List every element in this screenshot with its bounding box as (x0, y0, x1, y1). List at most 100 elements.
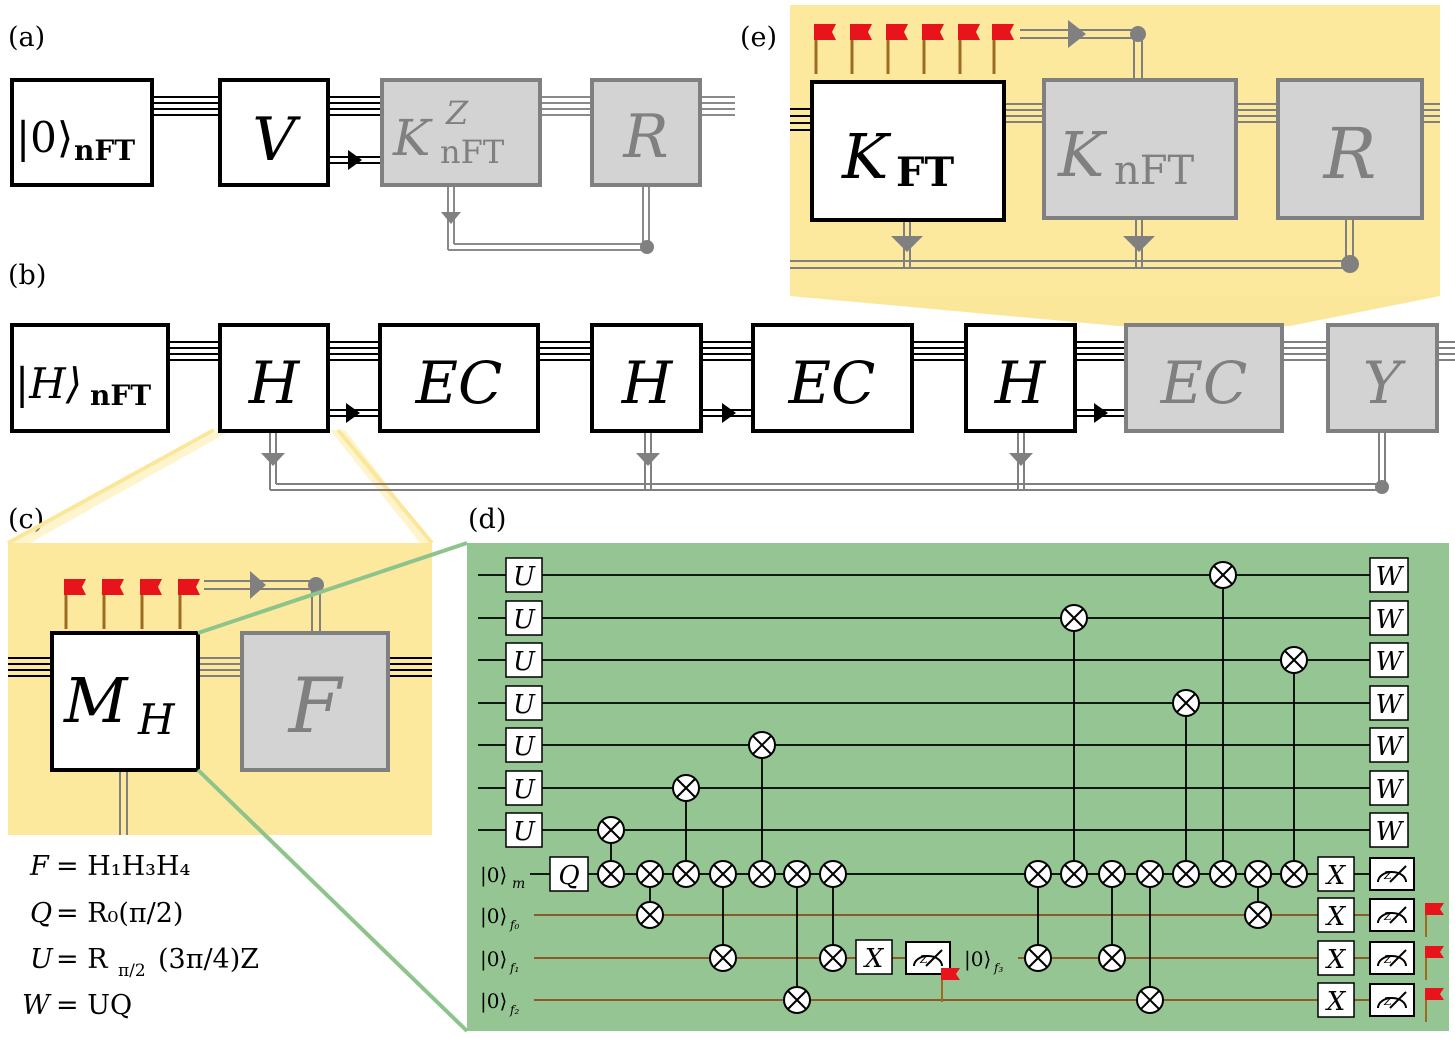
ket-f0: |0⟩ (480, 904, 507, 929)
svg-text:U: U (513, 605, 536, 635)
h-box-1 (218, 323, 330, 433)
v-box (218, 78, 330, 187)
u-gate: U (505, 685, 543, 721)
v-label: V (252, 105, 301, 175)
svg-text:W: W (1376, 817, 1405, 847)
measure: Z (1369, 898, 1415, 932)
h-label-2: H (621, 349, 674, 417)
def-q-rhs: = R₀(π/2) (56, 898, 183, 929)
h-label-1: H (248, 349, 301, 417)
svg-text:Z: Z (1383, 995, 1392, 1008)
k-label-a: K (392, 109, 433, 167)
init-box-b (10, 323, 170, 433)
panel-b: |H⟩ nFT H EC H EC H EC Y (10, 323, 1455, 494)
init-ket-b: |H⟩ (15, 359, 82, 408)
svg-text:Z: Z (1383, 910, 1392, 923)
u-gate: U (505, 812, 543, 848)
def-w-lhs: W (22, 990, 52, 1021)
r-box-a (590, 78, 702, 187)
k-ft-label: K (841, 120, 892, 193)
u-gate: U (505, 600, 543, 636)
definitions: F = H₁H₃H₄ Q = R₀(π/2) U = R π/2 (3π/4)Z… (22, 851, 259, 1021)
svg-text:W: W (1376, 647, 1405, 677)
m-label: M (63, 664, 129, 737)
measurements-final: Z Z Z Z (1369, 857, 1415, 1017)
svg-text:X: X (1325, 945, 1347, 975)
panel-label-d: (d) (468, 504, 506, 535)
ket-f3-sub: f₃ (993, 961, 1003, 975)
x-gate-mid: X (855, 939, 893, 975)
x-gates-final: X X X X (1317, 856, 1355, 1018)
svg-text:U: U (513, 732, 536, 762)
k-sub-a: nFT (440, 133, 505, 171)
k-nft-box-e (1042, 78, 1238, 220)
ec-box-3 (1124, 323, 1284, 433)
ket-m-sub: m (512, 876, 525, 892)
r-label-a: R (622, 102, 668, 172)
w-gate: W (1369, 642, 1409, 678)
svg-text:W: W (1376, 732, 1405, 762)
measure-mid: Z (905, 941, 951, 975)
svg-text:Z: Z (1383, 869, 1392, 882)
svg-text:Q: Q (558, 861, 579, 891)
init-ket-a: |0⟩ (16, 113, 73, 162)
w-gate: W (1369, 770, 1409, 806)
x-gate: X (1317, 897, 1355, 933)
panel-label-a: (a) (8, 22, 45, 53)
svg-text:X: X (863, 944, 885, 974)
ket-f2-sub: f₂ (509, 1003, 519, 1017)
r-box-e (1276, 78, 1424, 220)
svg-text:U: U (513, 562, 536, 592)
ket-f2: |0⟩ (480, 989, 507, 1014)
def-q-lhs: Q (30, 898, 52, 929)
ec-box-1 (378, 323, 540, 433)
y-box (1326, 323, 1439, 433)
u-gate: U (505, 642, 543, 678)
panel-a: |0⟩ nFT V K Z nFT R (10, 78, 735, 254)
panel-label-b: (b) (8, 260, 46, 291)
f-label: F (287, 661, 344, 750)
ec-label-1: EC (415, 349, 503, 417)
w-gate: W (1369, 685, 1409, 721)
def-f-rhs: = H₁H₃H₄ (56, 851, 190, 882)
w-gate: W (1369, 600, 1409, 636)
f-box (240, 631, 390, 772)
h-box-3 (964, 323, 1077, 433)
svg-text:W: W (1376, 562, 1405, 592)
svg-text:X: X (1325, 861, 1347, 891)
svg-text:U: U (513, 775, 536, 805)
ec-label-2: EC (788, 349, 876, 417)
measure: Z (1369, 983, 1415, 1017)
def-f-lhs: F (29, 851, 50, 882)
h-box-2 (590, 323, 703, 433)
w-gate: W (1369, 812, 1409, 848)
x-gate: X (1317, 940, 1355, 976)
def-u-rhs: = R (56, 944, 108, 975)
svg-text:X: X (1325, 987, 1347, 1017)
u-gate: U (505, 557, 543, 593)
m-sub: H (137, 695, 176, 744)
k-nft-z-box (380, 78, 542, 187)
w-gates: W W W W W W W (1369, 557, 1409, 848)
svg-text:U: U (513, 817, 536, 847)
ket-f1: |0⟩ (480, 947, 507, 972)
r-label-e: R (1322, 113, 1377, 195)
q-gate: Q (549, 856, 589, 892)
ket-f0-sub: f₀ (509, 918, 519, 932)
m-h-box (50, 631, 200, 772)
svg-text:W: W (1376, 605, 1405, 635)
k-ft-box (810, 80, 1006, 222)
ec-label-3: EC (1160, 349, 1248, 417)
init-box-a (10, 78, 154, 187)
svg-text:W: W (1376, 775, 1405, 805)
k-nft-sub-e: nFT (1114, 148, 1195, 194)
k-nft-label-e: K (1057, 118, 1108, 191)
def-u-lhs: U (30, 944, 54, 975)
w-gate: W (1369, 727, 1409, 763)
svg-text:Z: Z (1383, 953, 1392, 966)
panel-e: K FT K nFT R (790, 5, 1440, 326)
k-ft-sub: FT (896, 149, 954, 196)
u-gates: U U U U U U U (505, 557, 543, 848)
measure: Z (1369, 857, 1415, 891)
